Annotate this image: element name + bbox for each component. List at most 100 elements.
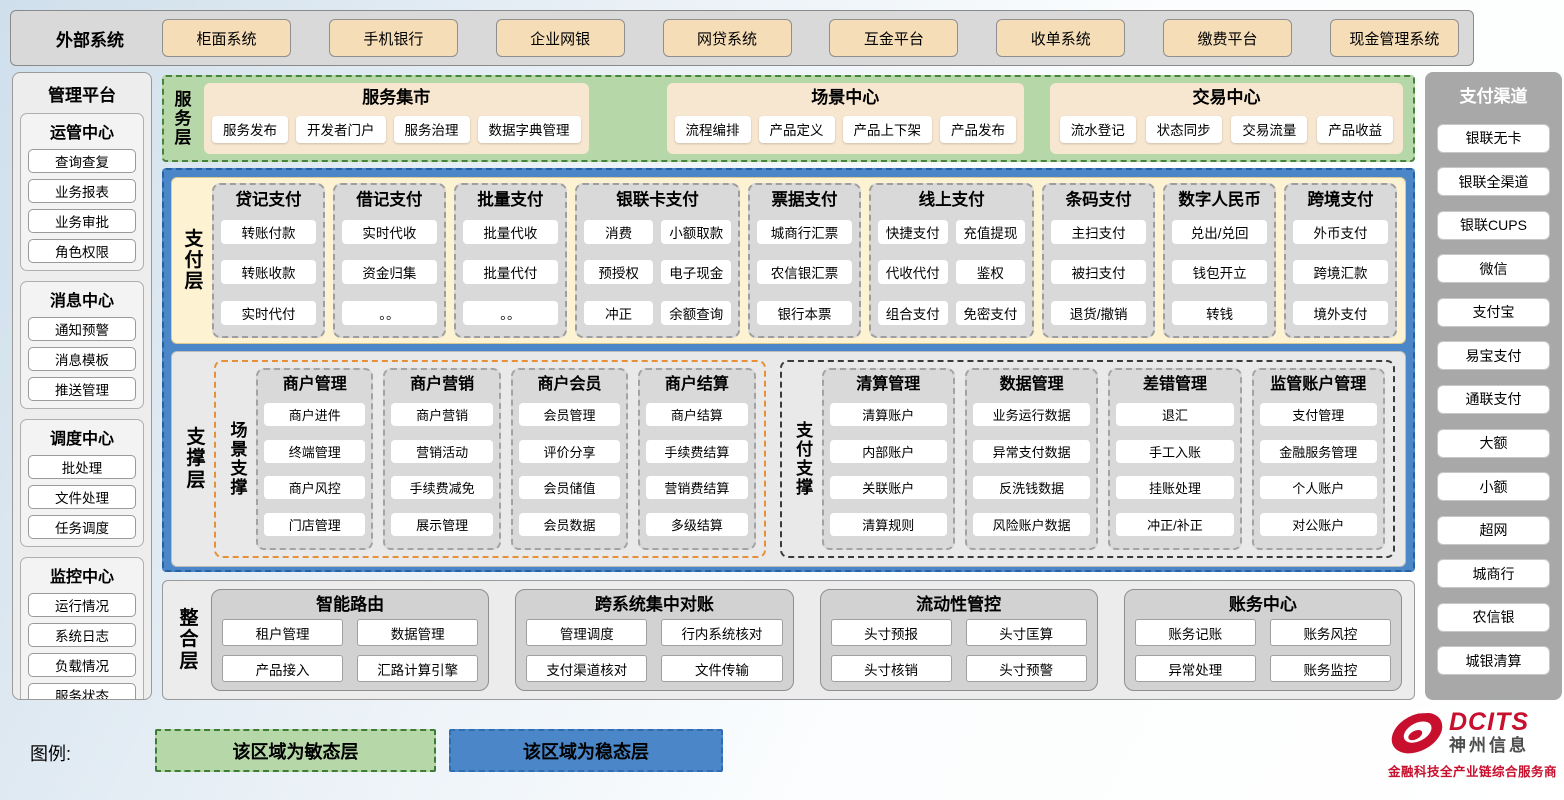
management-platform-title: 管理平台 — [48, 86, 116, 105]
logo-text: DCITS 神州信息 — [1449, 710, 1529, 756]
payment-item: 转账收款 — [221, 260, 316, 284]
support-column-title: 商户会员 — [537, 376, 602, 393]
payment-item: 转账付款 — [221, 219, 316, 244]
payment-column: 跨境支付外币支付跨境汇款境外支付 — [1284, 183, 1398, 338]
payment-item: 消费 — [583, 219, 654, 244]
service-item: 开发者门户 — [296, 115, 386, 143]
external-system-item: 现金管理系统 — [1329, 19, 1459, 57]
integration-item: 账务监控 — [1269, 655, 1391, 682]
support-item: 异常支付数据 — [972, 439, 1091, 463]
payment-item: 退货/撤销 — [1051, 300, 1147, 325]
mgmt-group: 运管中心查询查复业务报表业务审批角色权限 — [20, 113, 144, 271]
payment-column-title: 跨境支付 — [1307, 191, 1374, 209]
integration-group-title: 流动性管控 — [916, 595, 1002, 614]
management-platform-sidebar: 管理平台 运管中心查询查复业务报表业务审批角色权限消息中心通知预警消息模板推送管… — [12, 72, 152, 700]
payment-columns: 贷记支付转账付款转账收款实时代付借记支付实时代收资金归集。。批量支付批量代收批量… — [212, 183, 1398, 338]
payment-column-title: 贷记支付 — [235, 191, 302, 209]
integration-item: 汇路计算引擎 — [357, 655, 479, 682]
payment-column-tiles: 实时代收资金归集。。 — [341, 213, 437, 331]
support-item: 清算规则 — [829, 512, 947, 536]
service-group-items: 服务发布开发者门户服务治理数据字典管理 — [212, 109, 581, 149]
service-item: 流程编排 — [674, 115, 751, 143]
payment-item: 。。 — [462, 300, 558, 325]
payment-item: 实时代付 — [221, 300, 316, 325]
service-group-title: 交易中心 — [1192, 88, 1261, 107]
external-systems-bar: 外部系统 柜面系统手机银行企业网银网贷系统互金平台收单系统缴费平台现金管理系统 — [10, 10, 1474, 66]
support-item: 反洗钱数据 — [972, 476, 1091, 500]
payment-channel-item: 微信 — [1437, 254, 1550, 284]
logo-tagline: 金融科技全产业链综合服务商 — [1388, 765, 1558, 779]
payment-item: 转钱 — [1172, 300, 1268, 325]
mgmt-group: 消息中心通知预警消息模板推送管理 — [20, 281, 144, 409]
payment-item: 鉴权 — [955, 260, 1026, 284]
payment-item: 城商行汇票 — [757, 219, 852, 244]
mgmt-item: 任务调度 — [28, 515, 136, 539]
payment-item: 跨境汇款 — [1293, 260, 1389, 284]
support-column-title: 商户结算 — [664, 376, 729, 393]
integration-item: 租户管理 — [222, 619, 344, 646]
mgmt-item: 查询查复 — [28, 149, 136, 173]
support-column-tiles: 商户进件终端管理商户风控门店管理 — [264, 397, 366, 542]
support-item: 手续费结算 — [646, 439, 748, 463]
payment-column-title: 票据支付 — [771, 191, 838, 209]
support-column-tiles: 清算账户内部账户关联账户清算规则 — [829, 397, 947, 542]
payment-item: 外币支付 — [1293, 219, 1389, 244]
support-column: 商户营销商户营销营销活动手续费减免展示管理 — [383, 368, 501, 550]
service-item: 交易流量 — [1231, 115, 1308, 143]
payment-channel-item: 超网 — [1437, 515, 1550, 545]
support-item: 风险账户数据 — [972, 512, 1091, 536]
support-item: 金融服务管理 — [1259, 439, 1377, 463]
integration-group-items: 租户管理数据管理产品接入汇路计算引擎 — [222, 617, 479, 684]
payment-column-tiles: 外币支付跨境汇款境外支付 — [1293, 213, 1389, 331]
mgmt-group-title: 调度中心 — [49, 431, 114, 448]
mgmt-item: 负载情况 — [28, 653, 136, 677]
support-column: 商户会员会员管理评价分享会员储值会员数据 — [510, 368, 629, 550]
integration-item: 异常处理 — [1134, 655, 1256, 682]
integration-item: 头寸核销 — [830, 655, 952, 682]
payment-item: 批量代付 — [462, 260, 558, 284]
legend-stable-box: 该区域为稳态层 — [449, 729, 723, 772]
payment-channels-title: 支付渠道 — [1459, 87, 1528, 106]
payment-column-tiles: 转账付款转账收款实时代付 — [221, 213, 316, 331]
external-system-item: 收单系统 — [996, 19, 1126, 57]
payment-column: 批量支付批量代收批量代付。。 — [453, 183, 567, 338]
payment-column-tiles: 城商行汇票农信银汇票银行本票 — [757, 213, 852, 331]
payment-item: 代收代付 — [877, 260, 948, 284]
mgmt-item: 运行情况 — [28, 593, 136, 617]
support-section-columns: 商户管理商户进件终端管理商户风控门店管理商户营销商户营销营销活动手续费减免展示管… — [256, 368, 756, 550]
external-system-item: 互金平台 — [829, 19, 959, 57]
support-item: 会员储值 — [518, 476, 621, 500]
payment-column-tiles: 快捷支付充值提现代收代付鉴权组合支付免密支付 — [877, 213, 1026, 331]
payment-item: 余额查询 — [661, 300, 732, 325]
payment-channel-item: 通联支付 — [1437, 384, 1550, 414]
integration-item: 账务记账 — [1134, 619, 1256, 646]
support-item: 终端管理 — [264, 439, 366, 463]
integration-item: 文件传输 — [661, 655, 783, 682]
support-item: 评价分享 — [518, 439, 621, 463]
support-item: 营销活动 — [391, 439, 493, 463]
dcits-swirl-icon — [1391, 708, 1443, 754]
payment-column-tiles: 主扫支付被扫支付退货/撤销 — [1051, 213, 1147, 331]
support-item: 关联账户 — [829, 476, 947, 500]
integration-group: 账务中心账务记账账务风控异常处理账务监控 — [1123, 589, 1402, 691]
service-item: 状态同步 — [1145, 115, 1222, 143]
payment-column-tiles: 批量代收批量代付。。 — [462, 213, 558, 331]
service-group: 服务集市服务发布开发者门户服务治理数据字典管理 — [204, 83, 589, 154]
support-item: 对公账户 — [1259, 512, 1377, 536]
support-item: 商户进件 — [264, 403, 366, 427]
support-column: 商户管理商户进件终端管理商户风控门店管理 — [256, 368, 374, 550]
service-group-items: 流水登记状态同步交易流量产品收益 — [1058, 109, 1395, 149]
support-column: 商户结算商户结算手续费结算营销费结算多级结算 — [638, 368, 756, 550]
payment-column: 贷记支付转账付款转账收款实时代付 — [212, 183, 325, 338]
payment-column-tiles: 消费小额取款预授权电子现金冲正余额查询 — [583, 213, 732, 331]
payment-channel-item: 易宝支付 — [1437, 341, 1550, 371]
support-section-label: 场 景 支 撑 — [230, 420, 248, 498]
support-item: 支付管理 — [1259, 403, 1377, 427]
mgmt-item: 通知预警 — [28, 317, 136, 341]
support-sections: 场 景 支 撑商户管理商户进件终端管理商户风控门店管理商户营销商户营销营销活动手… — [214, 360, 1395, 558]
integration-group-title: 账务中心 — [1228, 595, 1297, 614]
integration-group-items: 头寸预报头寸匡算头寸核销头寸预警 — [830, 617, 1087, 684]
service-item: 服务治理 — [393, 115, 470, 143]
mgmt-item: 批处理 — [28, 455, 136, 479]
support-section: 支 付 支 撑清算管理清算账户内部账户关联账户清算规则数据管理业务运行数据异常支… — [779, 360, 1395, 558]
